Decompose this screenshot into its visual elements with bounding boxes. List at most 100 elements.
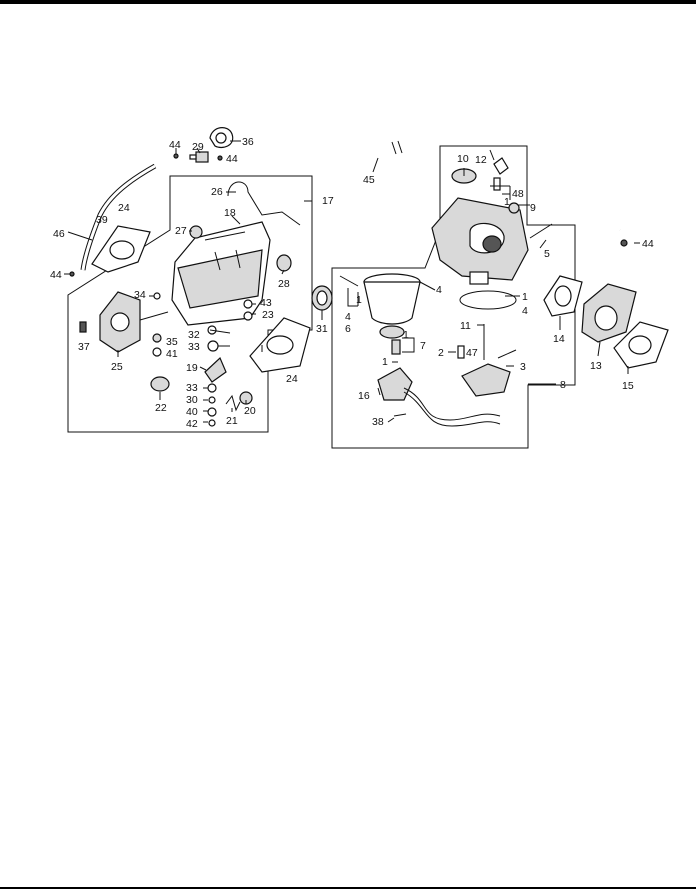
callout-3: 3	[520, 361, 526, 373]
callout-4a: 4	[436, 284, 442, 296]
washer-33-icon	[207, 340, 219, 352]
strainer-29-icon	[189, 151, 209, 163]
screw-37-icon	[79, 321, 87, 333]
callout-48: 48	[512, 188, 524, 200]
screw-5-icon	[529, 223, 553, 239]
callout-13: 13	[590, 360, 602, 372]
elbow-31-icon	[311, 285, 333, 311]
callout-44: 44	[169, 139, 181, 151]
washer-41-icon	[152, 347, 162, 357]
washer-33b-icon	[207, 383, 217, 393]
callout-33b: 33	[186, 382, 198, 394]
part-48-icon	[493, 177, 501, 191]
callout-46: 46	[53, 228, 65, 240]
screw-9-icon	[508, 202, 520, 214]
washer-30-icon	[208, 396, 216, 404]
clip-44-icon	[173, 153, 179, 159]
callout-20: 20	[244, 405, 256, 417]
callout-21: 21	[226, 415, 238, 427]
clamp-36-icon	[209, 127, 234, 149]
bracket-19-icon	[204, 356, 227, 383]
callout-34: 34	[134, 289, 146, 301]
callout-2: 2	[438, 347, 444, 359]
washer-34-icon	[153, 292, 161, 300]
screw-7-icon	[391, 339, 401, 355]
callout-24: 24	[118, 202, 130, 214]
callout-47: 47	[466, 347, 478, 359]
callout-9: 9	[530, 202, 536, 214]
callout-38: 38	[372, 416, 384, 428]
callout-11: 11	[460, 320, 471, 332]
top-rule	[0, 0, 696, 4]
callout-14: 14	[553, 333, 565, 345]
clip-44b-icon	[217, 155, 223, 161]
callout-29: 29	[192, 141, 204, 153]
nut-27-icon	[189, 225, 203, 239]
callout-4c: 4	[345, 311, 351, 323]
grommet-28-icon	[276, 254, 292, 272]
callout-15: 15	[622, 380, 634, 392]
callout-17: 17	[322, 195, 334, 207]
leader-lines	[64, 140, 640, 423]
callout-27: 27	[175, 225, 187, 237]
screw-38-icon	[393, 413, 407, 417]
part-2-icon	[457, 345, 465, 359]
callout-8: 8	[560, 379, 566, 391]
callout-39: 39	[96, 214, 108, 226]
callout-44c: 44	[50, 269, 62, 281]
fuel-cut-solenoid-icon	[377, 367, 501, 427]
callout-5: 5	[544, 248, 550, 260]
part-12-icon	[493, 157, 509, 175]
washer-42-icon	[208, 419, 216, 427]
air-cleaner-case-icon	[171, 221, 271, 326]
callout-40: 40	[186, 406, 198, 418]
callout-23: 23	[262, 309, 274, 321]
callout-12: 12	[475, 154, 487, 166]
callout-44b: 44	[226, 153, 238, 165]
callout-22: 22	[155, 402, 167, 414]
nut-35-icon	[152, 333, 162, 343]
part-22-icon	[150, 376, 170, 392]
float-3-icon	[461, 349, 517, 397]
insulator-13-icon	[581, 283, 637, 343]
callout-25: 25	[111, 361, 123, 373]
callout-1a: 1	[504, 196, 510, 208]
callout-30: 30	[186, 394, 198, 406]
gasket-14-icon	[543, 275, 583, 317]
bottom-rule	[0, 887, 696, 889]
callout-16: 16	[358, 390, 370, 402]
washer-40-icon	[207, 407, 217, 417]
o-ring-icon	[459, 290, 517, 310]
float-chamber-icon	[363, 273, 421, 339]
callout-42: 42	[186, 418, 198, 430]
gasket-24-icon	[91, 225, 151, 273]
callout-45: 45	[363, 174, 375, 186]
callout-18: 18	[224, 207, 236, 219]
callout-6: 6	[345, 323, 351, 335]
callout-26: 26	[211, 186, 223, 198]
fuel-tube-icon	[237, 140, 621, 231]
callout-4b: 4	[522, 305, 528, 317]
carburetor-group-outline	[331, 145, 576, 449]
callout-1b: 1	[522, 291, 528, 303]
callout-1d: 1	[403, 329, 409, 341]
callout-44d: 44	[642, 238, 654, 250]
carburetor-icon	[431, 197, 529, 285]
screw-6-icon	[339, 275, 359, 287]
callout-41: 41	[166, 348, 178, 360]
link-21-icon	[225, 394, 241, 412]
callout-43: 43	[260, 297, 272, 309]
callout-32: 32	[188, 329, 200, 341]
callout-19: 19	[186, 362, 198, 374]
breather-26-icon	[227, 181, 301, 226]
clip-44d-icon	[69, 271, 75, 277]
clip-44c-icon	[620, 239, 628, 247]
gasket-15-icon	[613, 321, 669, 369]
fuel-pump-icon	[99, 291, 169, 353]
washer-43-icon	[243, 299, 253, 309]
fuel-tube-left-icon	[80, 163, 157, 271]
callout-1c: 1	[356, 294, 362, 306]
callout-31: 31	[316, 323, 328, 335]
callout-10: 10	[457, 153, 469, 165]
